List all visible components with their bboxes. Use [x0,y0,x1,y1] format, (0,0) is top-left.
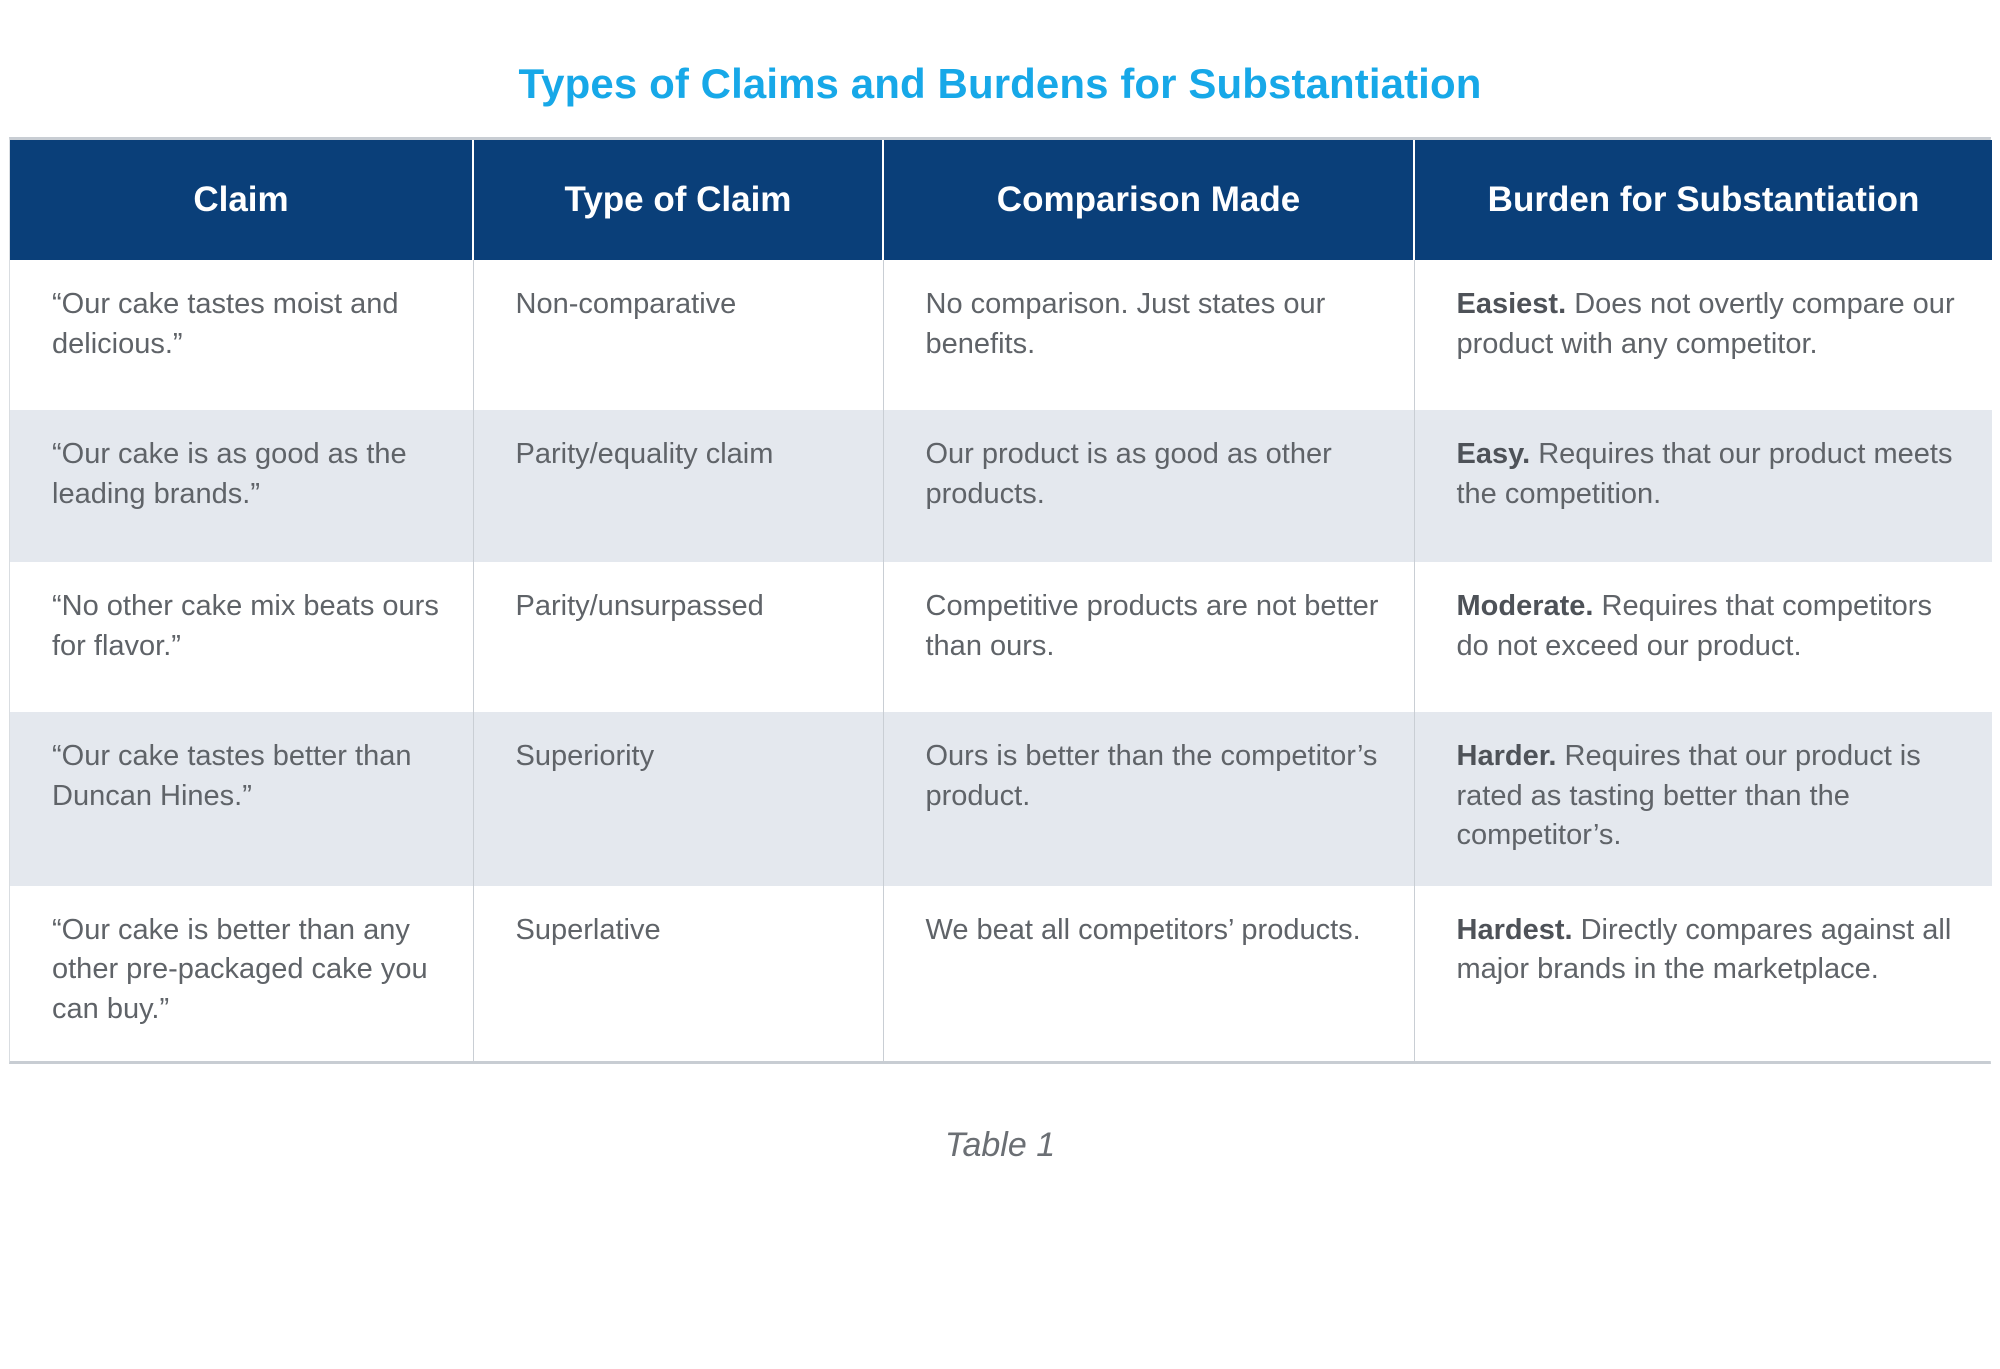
table-row: “Our cake is better than any other pre-p… [10,885,1992,1061]
cell-comparison: We beat all competitors’ products. [883,885,1415,1061]
cell-type: Parity/equality claim [473,410,884,563]
column-header-claim: Claim [10,140,474,261]
cell-burden: Moderate. Requires that competitors do n… [1414,562,1992,713]
cell-burden: Harder. Requires that our product is rat… [1414,712,1992,886]
burden-rest: Directly compares against all major bran… [1456,913,1952,986]
burden-lead: Easy. [1456,438,1531,471]
column-header-burden-for-substantiation: Burden for Substantiation [1414,140,1992,261]
cell-burden: Easy. Requires that our product meets th… [1414,410,1992,563]
cell-type: Superlative [473,885,884,1061]
cell-burden: Easiest. Does not overtly compare our pr… [1414,260,1992,411]
cell-claim: “No other cake mix beats ours for flavor… [10,562,474,713]
table-caption: Table 1 [944,1125,1056,1164]
table-header: Claim Type of Claim Comparison Made Burd… [10,140,1992,261]
cell-type: Non-comparative [473,260,884,411]
cell-comparison: Our product is as good as other products… [883,410,1415,563]
cell-burden: Hardest. Directly compares against all m… [1414,885,1992,1061]
burden-rest: Does not overtly compare our product wit… [1456,288,1955,360]
cell-claim: “Our cake tastes better than Duncan Hine… [10,712,474,886]
cell-comparison: Competitive products are not better than… [883,562,1415,713]
column-header-type-of-claim: Type of Claim [473,140,884,261]
claims-table-container: Claim Type of Claim Comparison Made Burd… [9,137,1992,1064]
burden-rest: Requires that competitors do not exceed … [1456,590,1932,662]
cell-type: Parity/unsurpassed [473,562,884,713]
burden-lead: Harder. [1456,740,1557,773]
claims-table: Claim Type of Claim Comparison Made Burd… [10,140,1992,1061]
cell-comparison: Ours is better than the competitor’s pro… [883,712,1415,886]
header-row: Claim Type of Claim Comparison Made Burd… [10,140,1992,261]
column-header-comparison-made: Comparison Made [883,140,1415,261]
cell-type: Superiority [473,712,884,886]
burden-rest: Requires that our product meets the comp… [1456,438,1953,510]
burden-rest: Requires that our product is rated as ta… [1456,740,1921,852]
burden-lead: Moderate. [1456,590,1594,623]
cell-claim: “Our cake is as good as the leading bran… [10,410,474,563]
table-row: “No other cake mix beats ours for flavor… [10,562,1992,713]
table-row: “Our cake is as good as the leading bran… [10,410,1992,563]
burden-lead: Easiest. [1456,288,1567,321]
table-row: “Our cake tastes better than Duncan Hine… [10,712,1992,886]
table-row: “Our cake tastes moist and delicious.” N… [10,260,1992,411]
cell-claim: “Our cake tastes moist and delicious.” [10,260,474,411]
page-title: Types of Claims and Burdens for Substant… [518,60,1482,108]
cell-claim: “Our cake is better than any other pre-p… [10,885,474,1061]
cell-comparison: No comparison. Just states our benefits. [883,260,1415,411]
burden-lead: Hardest. [1456,913,1573,946]
table-body: “Our cake tastes moist and delicious.” N… [10,260,1992,1061]
